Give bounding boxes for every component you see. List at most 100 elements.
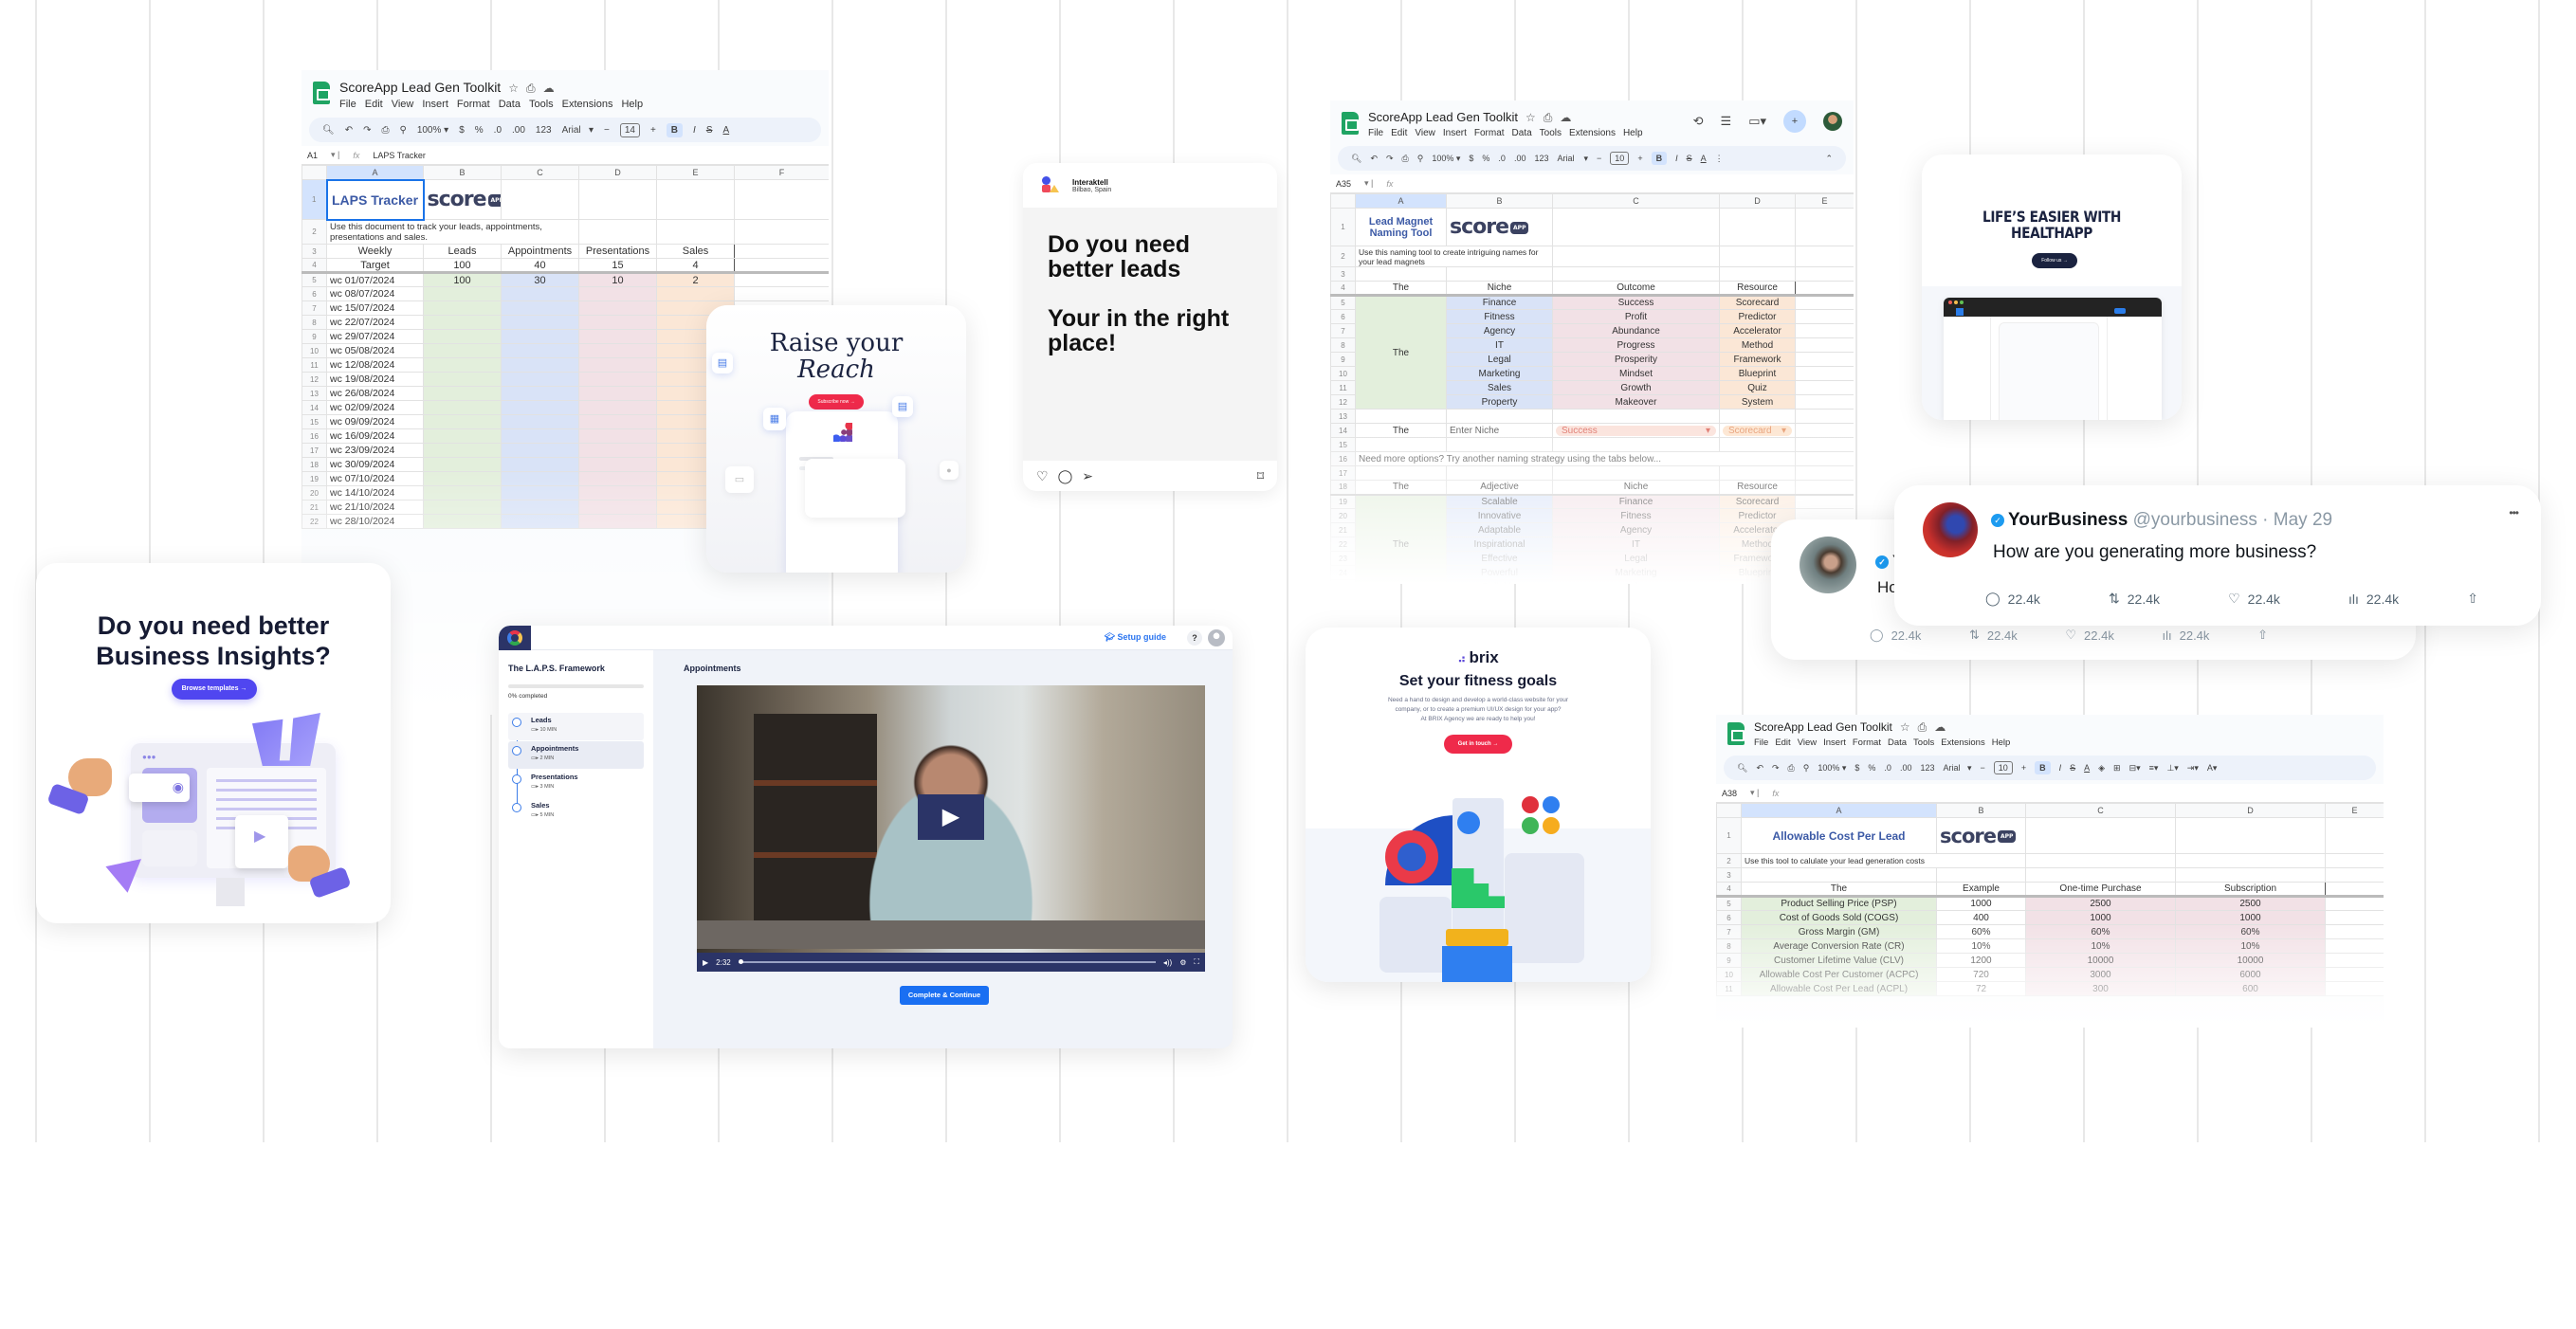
- increase-font-size-button[interactable]: +: [1637, 154, 1643, 163]
- target-leads[interactable]: 100: [423, 258, 502, 273]
- table-cell[interactable]: wc 05/08/2024: [326, 343, 424, 358]
- table-cell[interactable]: [501, 357, 579, 373]
- more-options-icon[interactable]: •••: [2509, 506, 2519, 519]
- move-to-drive-icon[interactable]: ⎙: [1543, 111, 1553, 124]
- table-cell[interactable]: wc 26/08/2024: [326, 386, 424, 401]
- menu-edit[interactable]: Edit: [1775, 737, 1791, 748]
- table-cell[interactable]: wc 29/07/2024: [326, 329, 424, 344]
- target-label[interactable]: Target: [326, 258, 424, 273]
- search-icon[interactable]: 🔍︎: [1737, 762, 1748, 773]
- niche-cell[interactable]: Sales: [1446, 380, 1553, 395]
- text-color-button[interactable]: A: [722, 124, 730, 136]
- column-header[interactable]: D: [578, 165, 657, 180]
- menu-insert[interactable]: Insert: [422, 99, 448, 110]
- menu-format[interactable]: Format: [1473, 128, 1505, 138]
- table-cell[interactable]: [501, 400, 579, 415]
- paint-format-icon[interactable]: ⚲: [1802, 762, 1810, 773]
- resource-cell[interactable]: Predictor: [1719, 309, 1796, 324]
- outcome-cell[interactable]: Success: [1552, 295, 1720, 310]
- lesson-item[interactable]: Appointments ▭▸ 2 MIN: [508, 741, 644, 769]
- table-cell[interactable]: [423, 300, 502, 316]
- font-size-input[interactable]: 10: [1610, 152, 1630, 165]
- table-cell[interactable]: [501, 386, 579, 401]
- font-size-input[interactable]: 14: [619, 122, 640, 137]
- table-cell[interactable]: [656, 286, 735, 301]
- table-cell[interactable]: 1000: [1936, 896, 2026, 911]
- merged-the-cell[interactable]: The: [1355, 295, 1447, 410]
- target-presentations[interactable]: 15: [578, 258, 657, 273]
- user-avatar[interactable]: [1208, 629, 1225, 646]
- menu-insert[interactable]: Insert: [1823, 737, 1846, 748]
- comments-icon[interactable]: ☰: [1720, 114, 1732, 128]
- fullscreen-icon[interactable]: ⛶: [1194, 957, 1199, 966]
- table-cell[interactable]: [423, 343, 502, 358]
- decrease-decimal-button[interactable]: .0: [493, 124, 502, 136]
- table-cell[interactable]: wc 16/09/2024: [326, 428, 424, 444]
- redo-icon[interactable]: ↷: [1385, 153, 1394, 163]
- lesson-item[interactable]: Leads ▭▸ 10 MIN: [508, 713, 644, 740]
- settings-icon[interactable]: ⚙: [1179, 957, 1187, 967]
- volume-icon[interactable]: ◂)): [1162, 957, 1173, 967]
- header-cell[interactable]: Weekly: [326, 244, 424, 259]
- column-header[interactable]: E: [2325, 803, 2384, 818]
- outcome-cell[interactable]: Makeover: [1552, 394, 1720, 410]
- description-cell[interactable]: Use this naming tool to create intriguin…: [1355, 246, 1553, 267]
- retweet-button[interactable]: ⇅ 22.4k: [1969, 628, 2018, 643]
- redo-icon[interactable]: ↷: [1771, 762, 1780, 773]
- text-wrap-icon[interactable]: ⇥▾: [2186, 762, 2199, 773]
- subscribe-button[interactable]: Subscribe now →: [809, 394, 864, 410]
- column-header[interactable]: E: [656, 165, 735, 180]
- column-header[interactable]: C: [1552, 193, 1720, 209]
- bold-button[interactable]: B: [666, 122, 684, 137]
- table-cell[interactable]: [501, 286, 579, 301]
- tweet-avatar[interactable]: [1923, 502, 1978, 557]
- header-cell[interactable]: Outcome: [1552, 281, 1720, 296]
- star-icon[interactable]: ☆: [1526, 111, 1536, 124]
- menu-tools[interactable]: Tools: [1539, 128, 1562, 138]
- redo-icon[interactable]: ↷: [363, 124, 372, 136]
- decrease-decimal-button[interactable]: .0: [1884, 763, 1891, 773]
- column-header[interactable]: B: [1936, 803, 2026, 818]
- table-cell[interactable]: [423, 286, 502, 301]
- percent-button[interactable]: %: [1868, 763, 1876, 773]
- follow-us-button[interactable]: Follow us →: [2032, 253, 2077, 268]
- table-cell[interactable]: [423, 372, 502, 387]
- target-sales[interactable]: 4: [656, 258, 735, 273]
- column-header[interactable]: B: [1446, 193, 1553, 209]
- zoom-select[interactable]: 100% ▾: [416, 124, 449, 136]
- currency-button[interactable]: $: [459, 124, 465, 136]
- decrease-font-size-button[interactable]: −: [1597, 154, 1602, 163]
- header-cell[interactable]: Appointments: [501, 244, 579, 259]
- zoom-select[interactable]: 100% ▾: [1432, 153, 1461, 163]
- table-cell[interactable]: Product Selling Price (PSP): [1741, 896, 1937, 911]
- table-cell[interactable]: [578, 343, 657, 358]
- increase-decimal-button[interactable]: .00: [1513, 154, 1526, 163]
- browse-templates-button[interactable]: Browse templates →: [172, 679, 257, 700]
- play-icon[interactable]: ▶: [703, 957, 709, 967]
- currency-button[interactable]: $: [1854, 763, 1860, 773]
- menu-insert[interactable]: Insert: [1442, 128, 1467, 138]
- get-in-touch-button[interactable]: Get in touch →: [1444, 735, 1512, 754]
- formula-input[interactable]: LAPS Tracker: [373, 150, 426, 160]
- bookmark-icon[interactable]: ⌑: [1256, 467, 1264, 483]
- lesson-item[interactable]: Presentations ▭▸ 3 MIN: [508, 770, 644, 797]
- column-header[interactable]: E: [1795, 193, 1854, 209]
- table-cell[interactable]: 1000: [2025, 910, 2176, 925]
- cloud-saved-icon[interactable]: ☁: [542, 82, 555, 95]
- search-icon[interactable]: 🔍︎: [1351, 153, 1362, 163]
- table-cell[interactable]: [423, 428, 502, 444]
- increase-font-size-button[interactable]: +: [2020, 763, 2027, 773]
- italic-button[interactable]: I: [2058, 763, 2062, 773]
- niche-cell[interactable]: Legal: [1446, 352, 1553, 367]
- cloud-saved-icon[interactable]: ☁: [1560, 111, 1572, 124]
- like-icon[interactable]: ♡: [1036, 467, 1049, 483]
- move-to-drive-icon[interactable]: ⎙: [1917, 720, 1927, 734]
- header-cell[interactable]: Leads: [423, 244, 502, 259]
- resource-cell[interactable]: Scorecard: [1719, 295, 1796, 310]
- table-cell[interactable]: wc 15/07/2024: [326, 300, 424, 316]
- collapse-toolbar-icon[interactable]: ⌃: [1825, 153, 1833, 163]
- menu-file[interactable]: File: [1368, 128, 1384, 138]
- column-header[interactable]: A: [326, 165, 424, 180]
- resource-cell[interactable]: Blueprint: [1719, 366, 1796, 381]
- table-cell[interactable]: [578, 414, 657, 429]
